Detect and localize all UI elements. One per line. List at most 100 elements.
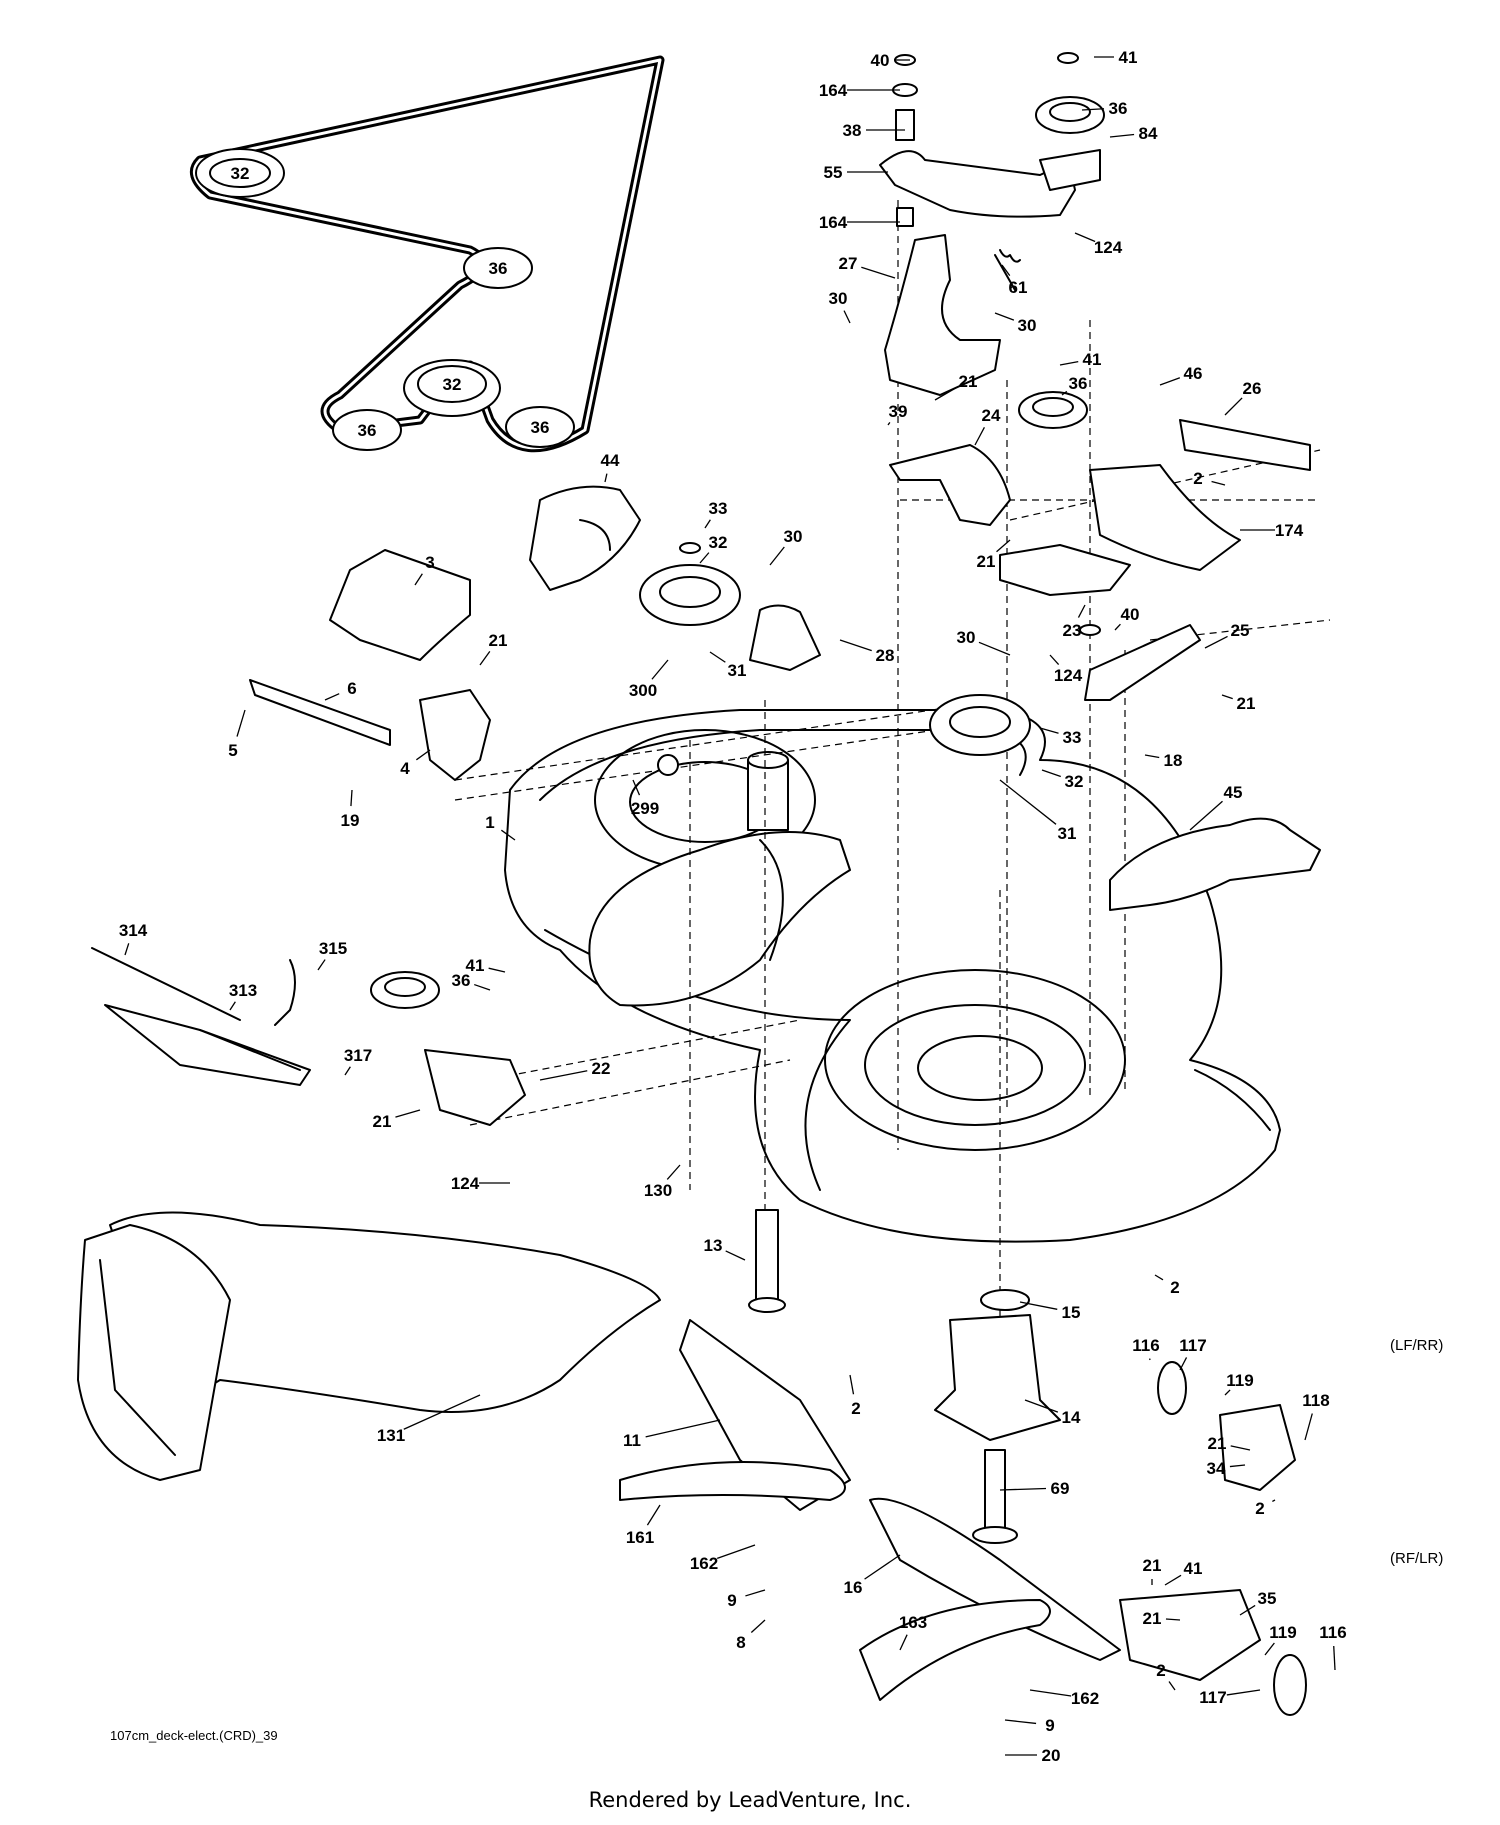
part-number-label: 2 — [1156, 1661, 1165, 1680]
leader-line — [1077, 604, 1086, 618]
leader-line — [479, 650, 491, 666]
part-55: 55 — [824, 163, 888, 182]
leader-line — [1024, 1399, 1059, 1413]
leader-line — [887, 422, 891, 426]
part-41-bottom: 41 — [1164, 1559, 1202, 1586]
part-number-label: 21 — [1143, 1609, 1162, 1628]
part-number-label: 28 — [876, 646, 895, 665]
leader-line — [1165, 1618, 1181, 1621]
part-number-label: 11 — [623, 1431, 641, 1450]
leader-line — [403, 1394, 481, 1430]
part-number-label: 40 — [871, 51, 890, 70]
lift-rod-assembly — [91, 947, 526, 1126]
leader-line — [415, 749, 431, 761]
part-314: 314 — [119, 921, 148, 956]
part-number-label: 164 — [819, 81, 848, 100]
leader-line — [1059, 360, 1079, 366]
leader-line — [1230, 1445, 1251, 1451]
part-number-label: 313 — [229, 981, 257, 1000]
part-36-top: 36 — [1081, 99, 1127, 118]
part-number-label: 34 — [1207, 1459, 1226, 1478]
leader-line — [1164, 1574, 1182, 1586]
leader-line — [994, 312, 1015, 321]
leader-line — [1179, 1357, 1188, 1371]
part-number-label: 84 — [1139, 124, 1158, 143]
part-164-top: 164 — [819, 81, 900, 100]
part-33-mid: 33 — [1039, 727, 1081, 747]
part-116-a: 116 — [1132, 1336, 1160, 1361]
part-number-label: 116 — [1132, 1336, 1159, 1355]
part-number-label: 36 — [1069, 374, 1088, 393]
part-number-label: 38 — [843, 121, 862, 140]
part-299: 299 — [631, 779, 659, 818]
leader-line — [1154, 1274, 1164, 1281]
leader-line — [1304, 1413, 1313, 1441]
part-number-label: 16 — [844, 1578, 863, 1597]
part-2-b: 2 — [1154, 1274, 1180, 1297]
part-number-label: 24 — [982, 406, 1001, 425]
part-number-label: 30 — [957, 628, 976, 647]
part-40-mid: 40 — [1114, 605, 1139, 631]
belt-pulley-36-b: 36 — [332, 409, 402, 451]
svg-text:32: 32 — [443, 375, 462, 394]
leader-line — [1029, 1689, 1072, 1697]
part-119-b: 119 — [1264, 1623, 1297, 1656]
leader-line — [1333, 1645, 1336, 1671]
part-number-label: 31 — [1058, 824, 1077, 843]
part-164-mid: 164 — [819, 213, 900, 232]
leader-line — [1159, 377, 1181, 386]
leader-line — [996, 539, 1011, 553]
part-32-mid: 32 — [1041, 769, 1083, 791]
part-number-label: 6 — [347, 679, 356, 698]
leader-line — [1224, 1389, 1231, 1396]
part-30-a: 30 — [829, 289, 851, 324]
leader-line — [849, 1374, 855, 1395]
part-1: 1 — [485, 813, 516, 841]
part-162-a: 162 — [690, 1544, 756, 1573]
part-number-label: 131 — [377, 1426, 405, 1445]
part-number-label: 130 — [644, 1181, 672, 1200]
leader-line — [1204, 635, 1228, 649]
part-number-label: 41 — [466, 956, 485, 975]
leader-line — [395, 1109, 421, 1118]
part-number-label: 21 — [1143, 1556, 1162, 1575]
part-number-label: 30 — [1018, 316, 1037, 335]
part-number-label: 15 — [1062, 1303, 1081, 1322]
part-number-label: 33 — [709, 499, 728, 518]
leader-line — [646, 1504, 661, 1526]
part-38: 38 — [843, 121, 905, 140]
part-315: 315 — [317, 939, 347, 971]
part-163: 163 — [899, 1613, 927, 1651]
part-117-a: 117 — [1179, 1336, 1207, 1371]
part-number-label: 1 — [485, 813, 494, 832]
leader-line — [1114, 623, 1121, 631]
part-130: 130 — [644, 1164, 681, 1200]
part-number-label: 5 — [228, 741, 237, 760]
variant-label-rf-lr: (RF/LR) — [1390, 1550, 1443, 1567]
part-61: 61 — [1001, 264, 1027, 297]
part-number-label: 21 — [489, 631, 508, 650]
leader-line — [1049, 654, 1060, 666]
part-number-label: 3 — [425, 553, 434, 572]
part-3: 3 — [414, 553, 435, 586]
leader-line — [839, 639, 872, 652]
part-21-d: 21 — [479, 631, 508, 666]
leader-line — [414, 573, 423, 586]
part-119-a: 119 — [1224, 1371, 1254, 1396]
part-23: 23 — [1063, 604, 1086, 640]
part-number-label: 118 — [1302, 1391, 1329, 1410]
part-number-label: 14 — [1062, 1408, 1081, 1427]
part-number-label: 317 — [344, 1046, 372, 1065]
part-number-label: 45 — [1224, 783, 1243, 802]
part-number-label: 39 — [889, 402, 908, 421]
diagram-code: 107cm_deck-elect.(CRD)_39 — [110, 1728, 278, 1743]
leader-line — [861, 266, 896, 279]
part-number-label: 25 — [1231, 621, 1250, 640]
leader-line — [1109, 133, 1135, 138]
belt-routing: 32 36 32 36 36 — [189, 55, 665, 453]
part-number-label: 2 — [851, 1399, 860, 1418]
blade-spindle-assembly — [619, 1209, 1307, 1716]
part-21-h: 21 — [1143, 1609, 1181, 1628]
part-31-mid: 31 — [999, 779, 1077, 843]
part-22: 22 — [539, 1059, 610, 1081]
